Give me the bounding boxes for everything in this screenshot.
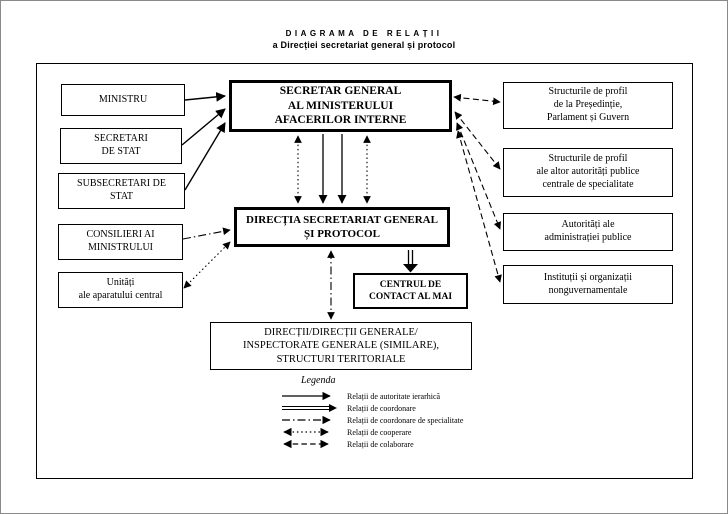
box-ministru: MINISTRU xyxy=(61,84,185,116)
box-secretar-general: SECRETAR GENERAL AL MINISTERULUI AFACERI… xyxy=(229,80,452,132)
box-secretari-de-stat: SECRETARI DE STAT xyxy=(60,128,182,164)
legend-label: Relații de cooperare xyxy=(347,427,412,437)
legend-label: Relații de colaborare xyxy=(347,439,414,449)
legend-line-dashed-arrow-icon xyxy=(283,439,329,449)
box-structuri-autoritati-publice: Structurile de profil ale altor autorită… xyxy=(503,148,673,197)
legend-title: Legenda xyxy=(301,375,336,386)
legend-item-cooperare: Relații de cooperare xyxy=(281,426,551,438)
box-autoritati-administratie: Autorități ale administrației publice xyxy=(503,213,673,251)
legend: Legenda Relații de autoritate ierarhică … xyxy=(281,375,551,450)
legend-label: Relații de coordonare de specialitate xyxy=(347,415,464,425)
box-unitati-aparat-central: Unități ale aparatului central xyxy=(58,272,183,308)
box-structuri-presedintie: Structurile de profil de la Președinție,… xyxy=(503,82,673,129)
page-subtitle: a Direcției secretariat general și proto… xyxy=(272,40,456,50)
legend-line-dashdot-arrow-icon xyxy=(282,415,331,425)
diagram-frame xyxy=(36,63,693,479)
legend-line-solid-arrow-icon xyxy=(282,391,331,401)
legend-label: Relații de coordonare xyxy=(347,403,416,413)
box-subsecretari-de-stat: SUBSECRETARI DE STAT xyxy=(58,173,185,209)
box-institutii-nonguvernamentale: Instituții și organizații nonguvernament… xyxy=(503,265,673,304)
box-directii-generale: DIRECȚII/DIRECȚII GENERALE/ INSPECTORATE… xyxy=(210,322,472,370)
legend-label: Relații de autoritate ierarhică xyxy=(347,391,441,401)
legend-item-colaborare: Relații de colaborare xyxy=(281,438,551,450)
legend-line-dotted-arrow-icon xyxy=(283,427,329,437)
legend-item-coordonare: Relații de coordonare xyxy=(281,402,551,414)
box-centrul-contact: CENTRUL DE CONTACT AL MAI xyxy=(353,273,468,309)
legend-line-double-arrow-icon xyxy=(282,404,337,412)
box-consilieri-ministrului: CONSILIERI AI MINISTRULUI xyxy=(58,224,183,260)
box-directia-secretariat: DIRECȚIA SECRETARIAT GENERAL ȘI PROTOCOL xyxy=(234,207,450,247)
legend-item-ierarhica: Relații de autoritate ierarhică xyxy=(281,390,551,402)
page-title: DIAGRAMA DE RELAȚII xyxy=(285,29,443,38)
legend-item-coordonare-specialitate: Relații de coordonare de specialitate xyxy=(281,414,551,426)
